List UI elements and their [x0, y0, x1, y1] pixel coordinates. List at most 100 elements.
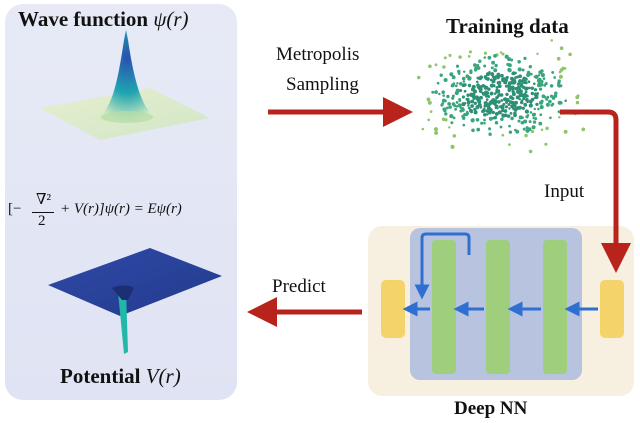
training-point: [518, 115, 523, 120]
training-point: [481, 109, 485, 114]
training-point: [530, 91, 534, 96]
training-point: [551, 70, 555, 74]
training-point: [474, 96, 478, 99]
training-point: [483, 56, 487, 59]
training-point: [470, 99, 475, 104]
equation-numerator: ∇²: [36, 192, 51, 208]
training-point: [490, 72, 495, 77]
training-point: [462, 116, 466, 120]
training-point: [500, 117, 504, 121]
training-point: [427, 118, 431, 122]
potential-title: Potential V(r): [60, 364, 181, 389]
training-point: [523, 56, 527, 61]
training-point: [433, 127, 439, 132]
training-point: [528, 149, 533, 154]
training-data-scatter: [416, 39, 586, 154]
training-point: [511, 106, 515, 110]
training-point: [429, 110, 433, 113]
training-point: [427, 100, 432, 105]
training-point: [494, 63, 498, 68]
training-point: [519, 92, 524, 97]
training-point: [483, 51, 487, 55]
training-point: [487, 55, 492, 60]
training-point: [514, 106, 520, 111]
training-point: [497, 100, 501, 104]
equation-rest: + V(r)]ψ(r) = Eψ(r): [60, 201, 182, 217]
training-point: [559, 46, 564, 51]
training-point: [496, 106, 499, 110]
training-point: [476, 98, 480, 102]
training-point: [446, 94, 450, 99]
training-point: [499, 125, 503, 129]
training-point: [455, 105, 459, 108]
training-point: [463, 83, 467, 87]
training-point: [460, 107, 465, 112]
training-point: [454, 84, 458, 88]
training-point: [436, 81, 440, 85]
training-point: [557, 110, 561, 114]
training-point: [434, 63, 438, 67]
training-point: [473, 63, 477, 67]
training-point: [485, 98, 489, 101]
training-point: [504, 84, 508, 88]
training-point: [568, 52, 572, 57]
training-point: [491, 110, 495, 115]
training-point: [537, 107, 540, 111]
training-point: [556, 56, 561, 61]
training-point: [466, 93, 470, 97]
training-point: [516, 91, 520, 95]
training-point: [490, 66, 494, 70]
training-point: [471, 118, 475, 122]
training-point: [459, 88, 463, 93]
training-data-title: Training data: [446, 14, 569, 38]
training-point: [517, 60, 521, 64]
training-point: [473, 89, 477, 93]
training-point: [502, 102, 506, 106]
training-point: [528, 65, 532, 69]
nn-hidden-layer-1: [432, 240, 456, 374]
training-point: [523, 92, 527, 96]
wavefunction-title-text: Wave function: [18, 7, 149, 31]
training-point: [500, 73, 504, 78]
training-point: [462, 70, 466, 73]
training-point: [519, 82, 524, 87]
training-point: [439, 73, 443, 77]
training-point: [493, 92, 497, 95]
training-point: [483, 112, 487, 117]
training-point: [524, 81, 528, 85]
training-point: [464, 101, 467, 105]
training-point: [557, 79, 561, 83]
training-point: [563, 129, 568, 134]
equation-bracket: [−: [8, 201, 22, 217]
training-point: [443, 77, 448, 83]
training-point: [455, 88, 460, 93]
training-point: [445, 106, 449, 110]
training-point: [543, 95, 547, 99]
training-point: [524, 90, 528, 94]
training-point: [452, 116, 456, 120]
training-point: [456, 82, 459, 85]
training-point: [531, 112, 536, 117]
training-point: [526, 113, 530, 117]
training-point: [515, 95, 520, 100]
training-point: [501, 52, 505, 56]
training-point: [488, 71, 491, 74]
training-point: [531, 125, 536, 130]
training-point: [476, 80, 479, 84]
training-point: [511, 92, 516, 97]
training-point: [455, 100, 459, 104]
training-point: [449, 114, 454, 119]
training-point: [518, 74, 522, 79]
training-point: [536, 92, 540, 95]
training-point: [489, 83, 494, 88]
training-point: [483, 118, 486, 122]
training-point: [524, 87, 527, 91]
training-point: [421, 127, 425, 131]
training-point: [533, 82, 536, 86]
training-point: [557, 84, 562, 88]
training-point: [469, 69, 473, 73]
training-point: [476, 83, 480, 87]
training-point: [475, 117, 480, 122]
training-point: [450, 144, 455, 149]
training-point: [500, 105, 505, 110]
